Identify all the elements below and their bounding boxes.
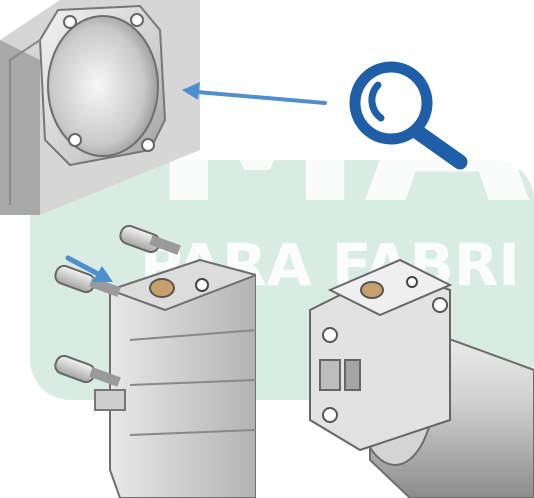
- tie-rod-top: [119, 224, 181, 255]
- watermark-brand: MAR: [150, 0, 534, 251]
- cylinder-bracket-image: [300, 250, 534, 498]
- tie-rod-bottom: [54, 354, 121, 387]
- cylinder-tie-rods-image: [0, 220, 256, 498]
- cylinder-profile-image: [0, 0, 200, 215]
- tie-rod-middle: [54, 264, 121, 297]
